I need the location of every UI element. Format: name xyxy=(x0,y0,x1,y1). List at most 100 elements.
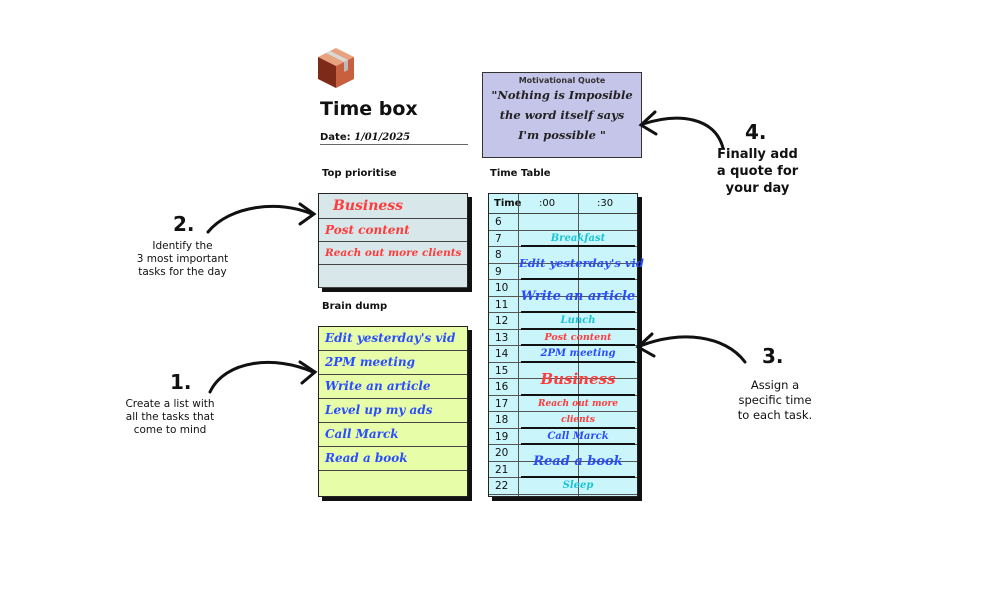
block-divider xyxy=(521,245,635,248)
hour-label: 21 xyxy=(495,463,509,476)
hour-row: 22 xyxy=(489,478,637,495)
time-header: Time xyxy=(494,198,522,209)
brain-dump-item: Read a book xyxy=(319,447,467,471)
hour-row: 6 xyxy=(489,214,637,231)
step-text-line: Assign a xyxy=(750,378,800,392)
date-label: Date: xyxy=(320,132,351,143)
step-2-number: 2. xyxy=(173,212,195,236)
step-1-number: 1. xyxy=(170,370,192,394)
priority-item xyxy=(319,265,467,288)
date-field: Date: 1/01/2025 xyxy=(320,132,468,145)
block-divider xyxy=(521,360,635,363)
hour-label: 20 xyxy=(495,447,509,460)
hour-label: 7 xyxy=(495,232,502,245)
step-text-line: Finally add xyxy=(717,147,798,162)
box-icon xyxy=(318,48,354,88)
hour-label: 6 xyxy=(495,216,502,228)
brain-dump-item: Call Marck xyxy=(319,423,467,447)
time-block-event: clients xyxy=(561,415,595,426)
quote-line: "Nothing is Imposible xyxy=(491,88,633,102)
block-divider xyxy=(521,426,635,429)
hour-row: 10 xyxy=(489,280,637,297)
col-30-header: :30 xyxy=(597,198,614,209)
hour-label: 19 xyxy=(495,430,509,443)
page-title: Time box xyxy=(320,98,418,120)
arrow-step-2 xyxy=(206,204,314,234)
time-block-event: Reach out more xyxy=(537,398,619,409)
hour-row: 20 xyxy=(489,445,637,462)
time-block-event: Breakfast xyxy=(550,232,606,244)
step-text-line: a quote for xyxy=(716,164,799,179)
block-divider xyxy=(521,443,635,446)
step-4-text: Finally add a quote for your day xyxy=(700,146,815,197)
block-divider xyxy=(521,311,635,314)
step-text-line: tasks for the day xyxy=(138,266,227,278)
brain-dump-heading: Brain dump xyxy=(322,301,388,312)
time-table-heading: Time Table xyxy=(490,168,551,179)
step-text-line: to each task. xyxy=(737,408,813,422)
hour-label: 16 xyxy=(495,381,509,394)
step-text-line: specific time xyxy=(738,393,812,407)
priority-item: Reach out more clients xyxy=(319,242,467,265)
date-value: 1/01/2025 xyxy=(354,132,411,143)
time-block-event: Post content xyxy=(544,331,612,343)
step-text-line: Identify the xyxy=(152,240,213,252)
priority-item: Post content xyxy=(319,219,467,242)
priorities-heading: Top prioritise xyxy=(322,168,397,179)
block-divider xyxy=(521,278,635,281)
hour-label: 10 xyxy=(495,282,509,295)
brain-dump-item: 2PM meeting xyxy=(319,351,467,375)
time-block-event: Edit yesterday's vid xyxy=(519,256,644,271)
hour-label: 22 xyxy=(495,480,509,493)
col-00-header: :00 xyxy=(539,198,556,209)
hour-label: 11 xyxy=(495,298,509,311)
priority-item: Business xyxy=(319,194,467,219)
time-block-event: Business xyxy=(540,369,616,388)
brain-dump-item: Level up my ads xyxy=(319,399,467,423)
step-4-number: 4. xyxy=(745,120,767,144)
hour-label: 8 xyxy=(495,249,502,262)
block-divider xyxy=(521,344,635,347)
hour-label: 18 xyxy=(495,414,509,427)
quote-line: the word itself says xyxy=(499,108,625,122)
hour-label: 9 xyxy=(495,265,502,278)
hour-label: 13 xyxy=(495,331,509,344)
quote-line: I'm possible " xyxy=(518,128,606,142)
step-text-line: your day xyxy=(725,181,790,196)
hour-label: 17 xyxy=(495,397,509,410)
hour-row: 15 xyxy=(489,363,637,380)
brain-dump-item: Write an article xyxy=(319,375,467,399)
time-block-event: Write an article xyxy=(520,289,636,305)
time-table-header: Time :00 :30 xyxy=(489,194,637,214)
block-divider xyxy=(521,393,635,396)
divider xyxy=(518,194,519,496)
hour-label: 14 xyxy=(495,348,509,361)
time-block-event: Lunch xyxy=(560,315,596,327)
hour-row: 8 xyxy=(489,247,637,264)
block-divider xyxy=(521,327,635,330)
step-text-line: come to mind xyxy=(133,424,207,436)
block-divider xyxy=(521,476,635,479)
step-text-line: all the tasks that xyxy=(125,411,215,423)
step-text-line: 3 most important xyxy=(136,253,229,265)
hour-label: 15 xyxy=(495,364,509,377)
time-block-event: Call Marck xyxy=(547,430,609,442)
arrow-step-3 xyxy=(638,335,747,364)
arrow-step-1 xyxy=(208,361,315,394)
quote-box: Motivational Quote "Nothing is Imposible… xyxy=(482,72,642,158)
step-text-line: Create a list with xyxy=(125,398,215,410)
time-block-event: 2PM meeting xyxy=(540,348,616,360)
step-3-number: 3. xyxy=(762,344,784,368)
quote-heading: Motivational Quote xyxy=(518,76,606,85)
time-block-event: Read a book xyxy=(533,454,623,470)
hour-row: 17 xyxy=(489,396,637,413)
time-block-event: Sleep xyxy=(562,480,594,492)
brain-dump-item: Edit yesterday's vid xyxy=(319,327,467,351)
arrow-step-4 xyxy=(641,116,725,150)
